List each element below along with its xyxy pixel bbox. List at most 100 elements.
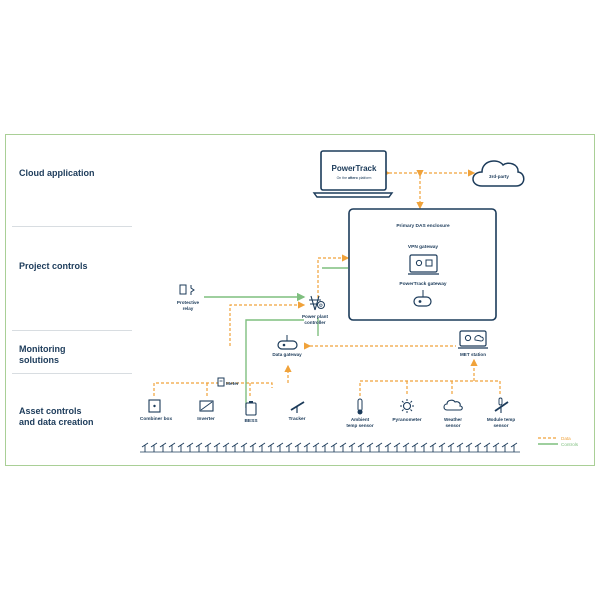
solar-panel [402, 442, 410, 452]
module-temp-label-line1: Module temp [487, 417, 516, 422]
pyranometer-label: Pyranometer [392, 417, 421, 423]
solar-panel-field [141, 442, 518, 452]
ambient-temp-label-line2: temp sensor [346, 423, 374, 428]
protective-relay-label-line2: relay [183, 306, 194, 311]
sun-icon[interactable] [400, 399, 414, 413]
solar-panel [141, 442, 149, 452]
solar-panel [285, 442, 293, 452]
inverter-label: Inverter [197, 416, 215, 422]
solar-panel [150, 442, 158, 452]
solar-panel [204, 442, 212, 452]
met-station-label: MET station [460, 352, 486, 357]
row-label-project: Project controls [19, 261, 88, 271]
weather-sensor-label-line2: sensor [445, 423, 460, 428]
ppc-label-line2: controller [304, 320, 325, 325]
row-separator [12, 373, 132, 374]
solar-panel [393, 442, 401, 452]
powertrack-subtitle-pre: On the [337, 176, 348, 180]
combiner-box-icon[interactable] [148, 399, 161, 413]
solar-panel [168, 442, 176, 452]
solar-panel [384, 442, 392, 452]
bess-battery-icon[interactable] [245, 401, 257, 416]
solar-panel [492, 442, 500, 452]
row-label-monitoring: Monitoring solutions [19, 344, 66, 366]
protective-relay-icon[interactable] [179, 284, 195, 295]
solar-panel [222, 442, 230, 452]
powertrack-subtitle: On the aftero platform [337, 176, 372, 180]
meter-icon[interactable] [217, 377, 225, 387]
solar-panel [339, 442, 347, 452]
solar-panel [240, 442, 248, 452]
solar-panel [294, 442, 302, 452]
data-line-sensor-bus [359, 380, 501, 396]
solar-panel [231, 442, 239, 452]
solar-panel [447, 442, 455, 452]
solar-panel [258, 442, 266, 452]
solar-panel [195, 442, 203, 452]
solar-panel [267, 442, 275, 452]
legend: Data Controls [538, 436, 579, 447]
solar-panel [276, 442, 284, 452]
thermometer-icon[interactable] [357, 398, 363, 415]
module-temp-label-line2: sensor [493, 423, 508, 428]
solar-panel [330, 442, 338, 452]
data-gateway-icon[interactable] [277, 335, 298, 350]
solar-panel [438, 442, 446, 452]
ppc-label-line1: Power plant [302, 314, 329, 319]
data-gateway-label: Data gateway [272, 352, 302, 357]
row-separator [12, 330, 132, 331]
powertrack-gateway-label: PowerTrack gateway [399, 281, 447, 287]
solar-panel [213, 442, 221, 452]
data-lines [153, 169, 501, 398]
vpn-gateway-icon[interactable] [408, 254, 439, 275]
weather-cloud-icon[interactable] [443, 399, 463, 411]
solar-panel [375, 442, 383, 452]
svg-text:⚙: ⚙ [319, 303, 324, 309]
power-plant-controller-icon[interactable]: ⚙ [309, 295, 325, 311]
module-temp-sensor-icon[interactable] [494, 397, 509, 413]
row-label-asset: Asset controls and data creation [19, 406, 94, 428]
ambient-temp-label-line1: Ambient [351, 417, 370, 422]
row-label-asset-line2: and data creation [19, 417, 94, 427]
row-label-monitoring-line2: solutions [19, 355, 59, 365]
tracker-icon[interactable] [290, 401, 305, 413]
row-label-monitoring-line1: Monitoring [19, 344, 66, 354]
met-station-icon[interactable] [458, 330, 488, 349]
inverter-icon[interactable] [199, 400, 214, 412]
protective-relay-label-line1: Protective [177, 300, 200, 305]
solar-panel [483, 442, 491, 452]
cloud-icon[interactable] [472, 160, 525, 187]
solar-panel [303, 442, 311, 452]
solar-panel [159, 442, 167, 452]
data-line-gateway-ppc [229, 301, 306, 346]
vpn-gateway-label: VPN gateway [408, 244, 438, 250]
control-lines [204, 267, 348, 408]
weather-sensor-label-line1: Weather [444, 417, 462, 422]
meter-label: Meter [226, 381, 239, 387]
combiner-box-label: Combiner box [140, 416, 173, 422]
legend-controls-label: Controls [561, 442, 579, 447]
solar-panel [474, 442, 482, 452]
solar-panel [429, 442, 437, 452]
solar-panel [456, 442, 464, 452]
solar-panel [357, 442, 365, 452]
das-enclosure-label: Primary DAS enclosure [396, 223, 450, 229]
solar-panel [366, 442, 374, 452]
row-separator [12, 226, 132, 227]
solar-panel [312, 442, 320, 452]
powertrack-laptop-icon[interactable] [312, 150, 394, 198]
row-label-asset-line1: Asset controls [19, 406, 82, 416]
solar-panel [411, 442, 419, 452]
solar-panel [348, 442, 356, 452]
legend-data-label: Data [561, 436, 571, 441]
solar-panel [177, 442, 185, 452]
control-line-bess-ppc [245, 319, 304, 408]
third-party-label: 3rd-party [489, 174, 509, 179]
powertrack-gateway-icon[interactable] [413, 290, 432, 307]
solar-panel [465, 442, 473, 452]
row-label-cloud: Cloud application [19, 168, 95, 178]
solar-panel [249, 442, 257, 452]
solar-panel [420, 442, 428, 452]
solar-panel [186, 442, 194, 452]
